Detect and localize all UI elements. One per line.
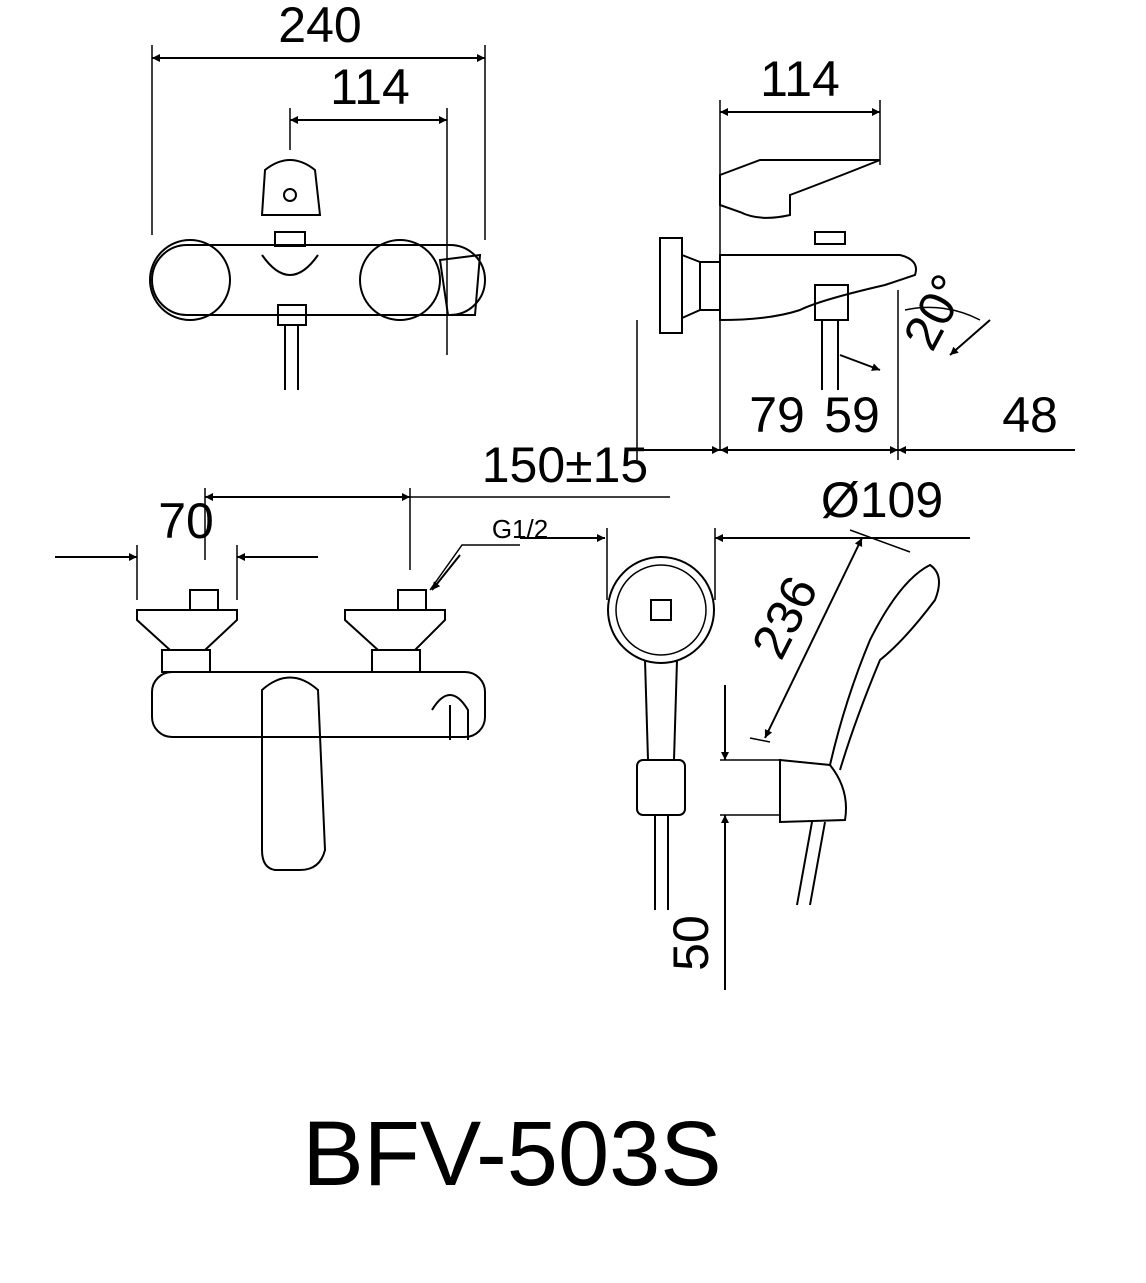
handshower-side bbox=[720, 529, 940, 990]
dim-79: 79 bbox=[749, 387, 805, 443]
dim-114-front: 114 bbox=[330, 59, 410, 115]
dim-236: 236 bbox=[741, 567, 829, 667]
dim-g12: G1/2 bbox=[492, 514, 548, 544]
dim-line-236 bbox=[764, 537, 863, 739]
dim-angle-20: 20° bbox=[893, 265, 978, 358]
front-lower-view bbox=[55, 488, 670, 871]
dim-114-side: 114 bbox=[760, 51, 840, 107]
dim-109: Ø109 bbox=[821, 472, 943, 528]
dim-70: 70 bbox=[158, 493, 214, 549]
dim-59: 59 bbox=[824, 387, 880, 443]
dim-240: 240 bbox=[278, 0, 361, 53]
dim-150: 150±15 bbox=[482, 437, 648, 493]
model-title: BFV-503S bbox=[302, 1103, 721, 1205]
dim-48: 48 bbox=[1002, 387, 1058, 443]
dim-50: 50 bbox=[663, 915, 719, 971]
side-view bbox=[636, 100, 1075, 460]
front-view bbox=[149, 45, 486, 390]
